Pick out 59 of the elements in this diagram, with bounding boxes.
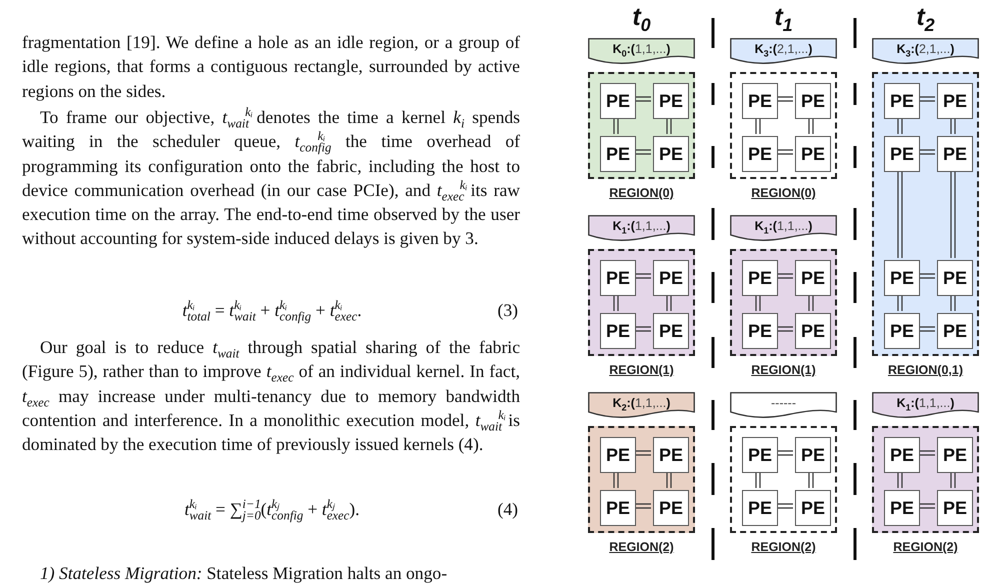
processing-element: PE (742, 83, 778, 119)
processing-element: PE (742, 260, 778, 296)
region-label: REGION(2) (750, 539, 817, 555)
region-label: REGION(0) (608, 185, 675, 201)
region-label: REGION(1) (750, 362, 817, 378)
processing-element: PE (653, 260, 689, 296)
kernel-tag: K$_{1}$:(1,1,...) (588, 215, 695, 241)
processing-element: PE (600, 260, 636, 296)
processing-element: PE (795, 313, 831, 349)
processing-element: PE (937, 437, 973, 473)
processing-element: PE (884, 313, 920, 349)
processing-element: PE (937, 313, 973, 349)
processing-element: PE (653, 490, 689, 526)
processing-element: PE (884, 136, 920, 172)
processing-element: PE (937, 490, 973, 526)
processing-element: PE (795, 260, 831, 296)
column-header: t$_{2}$ (915, 2, 936, 32)
processing-element: PE (742, 136, 778, 172)
processing-element: PE (795, 83, 831, 119)
column-header: t$_{1}$ (773, 2, 794, 32)
processing-element: PE (884, 260, 920, 296)
equation-number: (3) (497, 299, 518, 322)
paragraph: fragmentation [19]. We define a hole as an idle region, or a group of idle regions, that forms a contiguous rectangle, surrounded by active regions on the sides. (22, 31, 520, 103)
processing-element: PE (884, 437, 920, 473)
processing-element: PE (600, 437, 636, 473)
processing-element: PE (653, 83, 689, 119)
processing-element: PE (600, 83, 636, 119)
kernel-tag: K$_{3}$:(2,1,...) (872, 38, 979, 64)
kernel-tag: ------ (730, 392, 837, 418)
processing-element: PE (937, 136, 973, 172)
processing-element: PE (600, 313, 636, 349)
kernel-tag: K$_{3}$:(2,1,...) (730, 38, 837, 64)
processing-element: PE (600, 136, 636, 172)
processing-element: PE (795, 437, 831, 473)
processing-element: PE (884, 83, 920, 119)
processing-element: PE (653, 136, 689, 172)
processing-element: PE (795, 490, 831, 526)
processing-element: PE (742, 313, 778, 349)
kernel-tag: K$_{1}$:(1,1,...) (730, 215, 837, 241)
equation-number: (4) (497, 498, 518, 521)
processing-element: PE (937, 260, 973, 296)
processing-element: PE (742, 437, 778, 473)
kernel-tag: K$_{1}$:(1,1,...) (872, 392, 979, 418)
processing-element: PE (795, 136, 831, 172)
processing-element: PE (937, 83, 973, 119)
kernel-tag: K$_{0}$:(1,1,...) (588, 38, 695, 64)
region-label: REGION(0,1) (886, 362, 964, 378)
column-header: t$_{0}$ (631, 2, 652, 32)
processing-element: PE (653, 313, 689, 349)
paragraph: 1) Stateless Migration: Stateless Migration halts an ongo- (39, 562, 448, 584)
processing-element: PE (600, 490, 636, 526)
processing-element: PE (884, 490, 920, 526)
region-label: REGION(2) (608, 539, 675, 555)
region-label: REGION(2) (892, 539, 959, 555)
kernel-tag: K$_{2}$:(1,1,...) (588, 392, 695, 418)
region-label: REGION(1) (608, 362, 675, 378)
region-label: REGION(0) (750, 185, 817, 201)
processing-element: PE (742, 490, 778, 526)
processing-element: PE (653, 437, 689, 473)
